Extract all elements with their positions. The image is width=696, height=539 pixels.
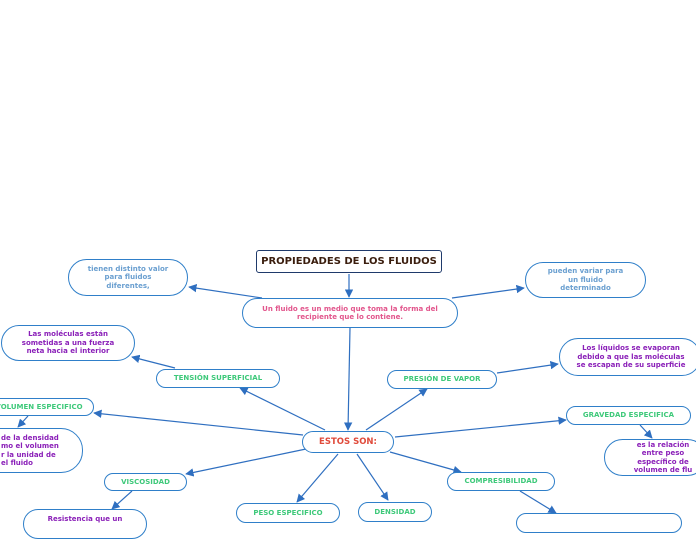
- volumen-label: VOLUMEN ESPECIFICO: [0, 402, 83, 411]
- edge-definition-right-note: [451, 284, 525, 299]
- edge-compresibilidad-desc: [519, 490, 557, 514]
- presion-desc-text: Los líquidos se evaporan debido a que la…: [576, 344, 686, 370]
- title-text: PROPIEDADES DE LOS FLUIDOS: [261, 255, 437, 267]
- edge-volumen-desc: [17, 415, 29, 428]
- edge-center-presion: [365, 388, 428, 431]
- viscosidad-label: VISCOSIDAD: [121, 477, 170, 486]
- densidad-node[interactable]: DENSIDAD: [358, 502, 432, 522]
- compresibilidad-desc-node[interactable]: [516, 513, 682, 533]
- gravedad-desc-text: es la relación entre peso específico de …: [633, 440, 693, 474]
- edge-definition-left-note: [188, 283, 263, 299]
- tension-node[interactable]: TENSIÓN SUPERFICIAL: [156, 369, 280, 388]
- left-note-node[interactable]: tienen distinto valor para fluidos difer…: [68, 259, 188, 296]
- edge-definition-center: [343, 327, 353, 431]
- presion-desc-node[interactable]: Los líquidos se evaporan debido a que la…: [559, 338, 696, 376]
- definition-node[interactable]: Un fluido es un medio que toma la forma …: [242, 298, 458, 328]
- edge-center-peso: [296, 453, 339, 503]
- edge-viscosidad-desc: [111, 490, 133, 510]
- peso-label: PESO ESPECIFICO: [253, 508, 323, 517]
- edge-center-viscosidad: [185, 448, 307, 477]
- viscosidad-desc-text: Resistencia que un: [47, 515, 123, 523]
- tension-label: TENSIÓN SUPERFICIAL: [173, 374, 263, 383]
- center-node[interactable]: ESTOS SON:: [302, 431, 394, 453]
- gravedad-label: GRAVEDAD ESPECIFICA: [582, 411, 675, 420]
- volumen-desc-text: de la densidad mo el volumen r la unidad…: [1, 433, 59, 467]
- presion-label: PRESIÓN DE VAPOR: [403, 375, 481, 384]
- left-note-text: tienen distinto valor para fluidos difer…: [87, 264, 169, 290]
- title-node[interactable]: PROPIEDADES DE LOS FLUIDOS: [256, 250, 442, 273]
- volumen-node[interactable]: VOLUMEN ESPECIFICO: [0, 398, 94, 416]
- tension-desc-text: Las moléculas están sometidas a una fuer…: [21, 330, 115, 356]
- edge-tension-desc: [131, 354, 176, 369]
- gravedad-node[interactable]: GRAVEDAD ESPECIFICA: [566, 406, 691, 425]
- gravedad-desc-node[interactable]: es la relación entre peso específico de …: [604, 439, 696, 476]
- edge-center-tension: [239, 387, 326, 431]
- viscosidad-node[interactable]: VISCOSIDAD: [104, 473, 187, 491]
- edge-center-gravedad: [394, 416, 567, 438]
- densidad-label: DENSIDAD: [374, 507, 416, 516]
- edge-gravedad-desc: [639, 424, 653, 439]
- right-note-text: pueden variar para un fluido determinado: [547, 267, 624, 293]
- definition-text: Un fluido es un medio que toma la forma …: [262, 304, 438, 321]
- right-note-node[interactable]: pueden variar para un fluido determinado: [525, 262, 646, 298]
- edge-center-compresibilidad: [389, 451, 462, 474]
- volumen-desc-node[interactable]: de la densidad mo el volumen r la unidad…: [0, 428, 83, 473]
- presion-node[interactable]: PRESIÓN DE VAPOR: [387, 370, 497, 389]
- compresibilidad-node[interactable]: COMPRESIBILIDAD: [447, 472, 555, 491]
- compresibilidad-label: COMPRESIBILIDAD: [464, 477, 538, 486]
- peso-node[interactable]: PESO ESPECIFICO: [236, 503, 340, 523]
- edge-center-volumen: [93, 409, 304, 436]
- tension-desc-node[interactable]: Las moléculas están sometidas a una fuer…: [1, 325, 135, 361]
- connector-lines: [17, 274, 653, 514]
- viscosidad-desc-node[interactable]: Resistencia que un: [23, 509, 147, 539]
- edge-center-densidad: [356, 453, 389, 501]
- center-text: ESTOS SON:: [319, 436, 377, 447]
- edge-presion-desc: [496, 360, 559, 374]
